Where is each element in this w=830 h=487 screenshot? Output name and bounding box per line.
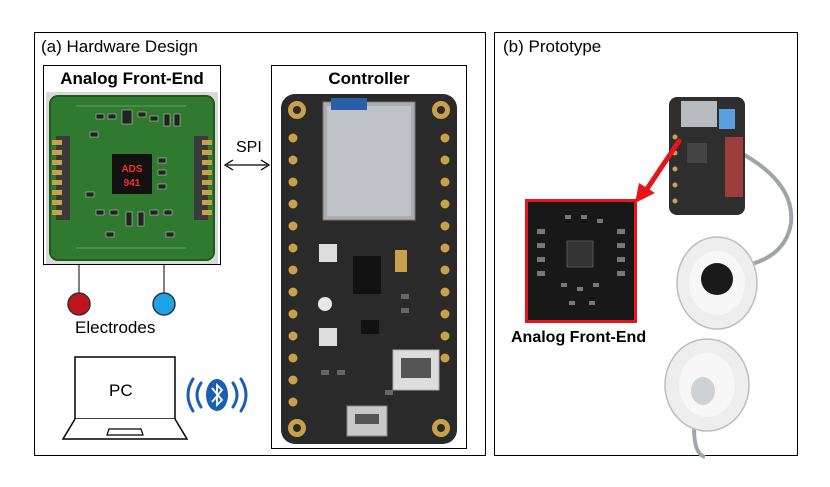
afe-prototype-label: Analog Front-End <box>511 329 647 346</box>
prototype-photo <box>664 97 794 459</box>
electrode-blue <box>152 292 176 316</box>
spi-arrow <box>223 159 271 171</box>
panel-prototype: (b) Prototype <box>494 32 798 459</box>
chip-label-1: ADS <box>121 164 142 175</box>
afe-box: Analog Front-End ADS 941 <box>43 65 221 265</box>
electrode-red <box>67 292 91 316</box>
afe-board-image: ADS 941 <box>46 92 218 264</box>
chip-label-2: 941 <box>124 178 141 189</box>
spi-label: SPI <box>236 139 262 156</box>
controller-title: Controller <box>328 69 410 88</box>
afe-photo-highlight <box>525 199 637 323</box>
bluetooth-icon <box>186 377 248 413</box>
controller-board-image <box>281 94 457 444</box>
panel-hardware-design: (a) Hardware Design Analog Front-End <box>34 32 486 456</box>
laptop-icon <box>61 356 189 440</box>
panel-b-title: (b) Prototype <box>503 37 602 56</box>
highlight-arrow <box>635 138 682 203</box>
panel-a-title: (a) Hardware Design <box>41 37 198 56</box>
controller-box: Controller <box>271 65 467 449</box>
electrodes-label: Electrodes <box>75 318 156 337</box>
pc-label: PC <box>109 381 133 400</box>
afe-title: Analog Front-End <box>60 69 204 88</box>
